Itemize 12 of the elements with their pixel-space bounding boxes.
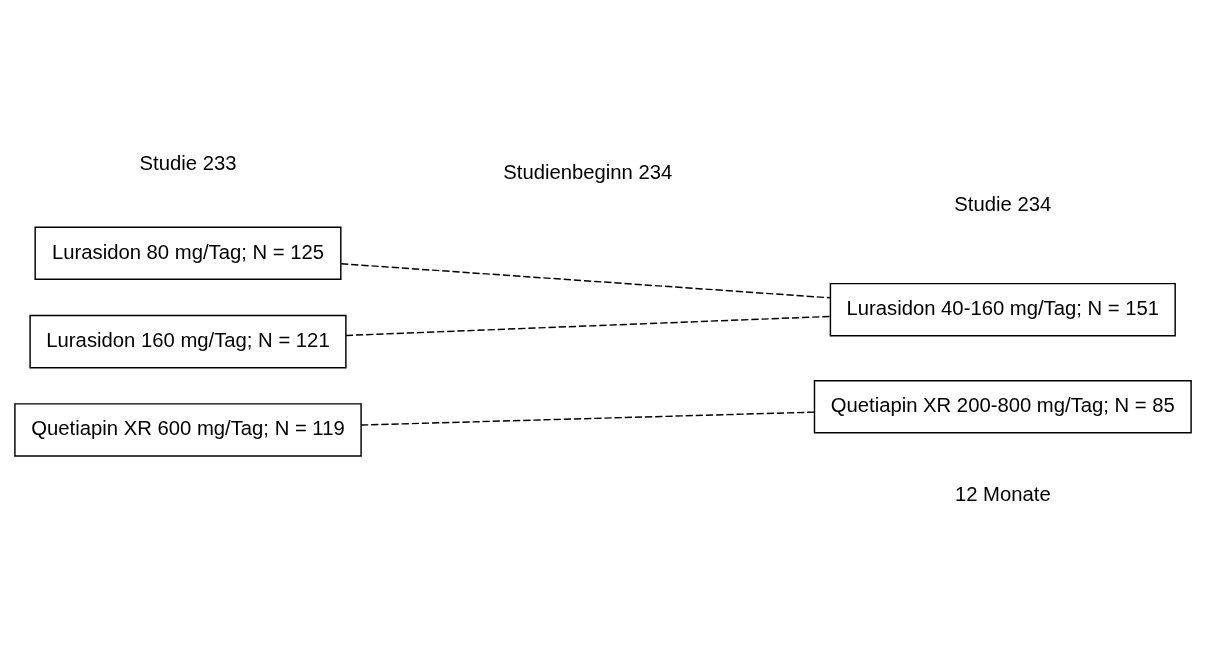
label: Studienbeginn 234	[503, 160, 673, 183]
label: Studie 234	[954, 192, 1052, 215]
node-box: Lurasidon 80 mg/Tag; N = 125	[34, 225, 342, 280]
connector	[360, 410, 816, 426]
node-box: Quetiapin XR 200-800 mg/Tag; N = 85	[813, 379, 1192, 434]
label: 12 Monate	[954, 481, 1051, 504]
label: Studie 233	[139, 151, 237, 174]
node-box: Quetiapin XR 600 mg/Tag; N = 119	[14, 402, 362, 457]
node-box: Lurasidon 40-160 mg/Tag; N = 151	[829, 282, 1176, 336]
connector	[340, 262, 831, 299]
connector	[345, 315, 831, 336]
node-box: Lurasidon 160 mg/Tag; N = 121	[29, 314, 347, 368]
